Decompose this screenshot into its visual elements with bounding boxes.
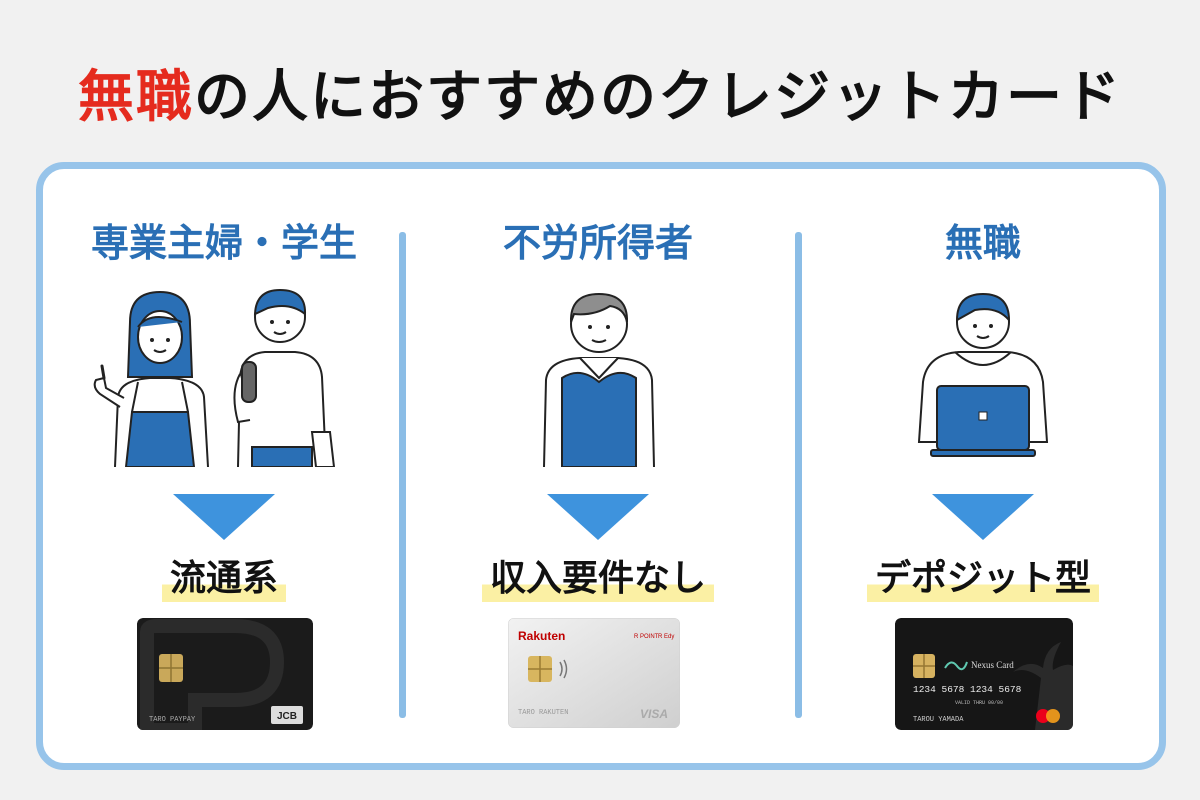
result-text: 収入要件なし <box>481 556 714 602</box>
point-badge: R POINT <box>634 634 659 640</box>
column-homemaker-student: 専業主婦・学生 流通系 TARO PAYPAY JCB <box>44 0 404 800</box>
card-holder-text: TARO RAKUTEN <box>518 709 568 717</box>
column-heading: 専業主婦・学生 <box>90 221 357 265</box>
nexus-logo: Nexus Card <box>971 660 1014 670</box>
card-holder-text: TAROU YAMADA <box>913 716 964 724</box>
column-divider <box>795 232 802 718</box>
page-title: 無職の人におすすめのクレジットカード <box>0 52 1200 133</box>
card-holder-text: TARO PAYPAY <box>149 716 196 724</box>
column-unearned-income: 不労所得者 収入要件なし Rakuten R POINT R Edy TARO … <box>418 0 778 800</box>
result-text: 流通系 <box>161 556 286 602</box>
paypay-card-image: TARO PAYPAY JCB <box>137 618 313 730</box>
down-arrow-icon <box>173 494 275 540</box>
result-label: 収入要件なし <box>418 556 778 602</box>
card-number-text: 1234 5678 1234 5678 <box>913 684 1022 695</box>
unemployed-laptop-illustration <box>917 292 1049 457</box>
down-arrow-icon <box>932 494 1034 540</box>
homemaker-student-illustration <box>93 288 336 467</box>
edy-badge: R Edy <box>658 634 674 640</box>
rakuten-logo: Rakuten <box>518 629 565 643</box>
nexus-card-image: Nexus Card 1234 5678 1234 5678 VALID THR… <box>895 618 1073 730</box>
visa-logo: VISA <box>640 707 668 721</box>
result-label: 流通系 <box>44 556 404 602</box>
title-accent: 無職 <box>78 65 194 130</box>
column-divider <box>399 232 406 718</box>
result-text: デポジット型 <box>866 556 1099 602</box>
column-heading: 無職 <box>944 221 1021 265</box>
title-rest: の人におすすめのクレジットカード <box>194 65 1122 130</box>
result-label: デポジット型 <box>803 556 1163 602</box>
jcb-logo: JCB <box>277 711 297 722</box>
down-arrow-icon <box>547 494 649 540</box>
elderly-man-illustration <box>543 292 655 467</box>
column-heading: 不労所得者 <box>502 221 693 265</box>
column-unemployed: 無職 デポジット型 Nexus Card 1234 5678 1234 5678… <box>803 0 1163 800</box>
rakuten-card-image: Rakuten R POINT R Edy TARO RAKUTEN VISA <box>508 618 680 728</box>
card-valid-text: VALID THRU 00/00 <box>955 700 1003 706</box>
